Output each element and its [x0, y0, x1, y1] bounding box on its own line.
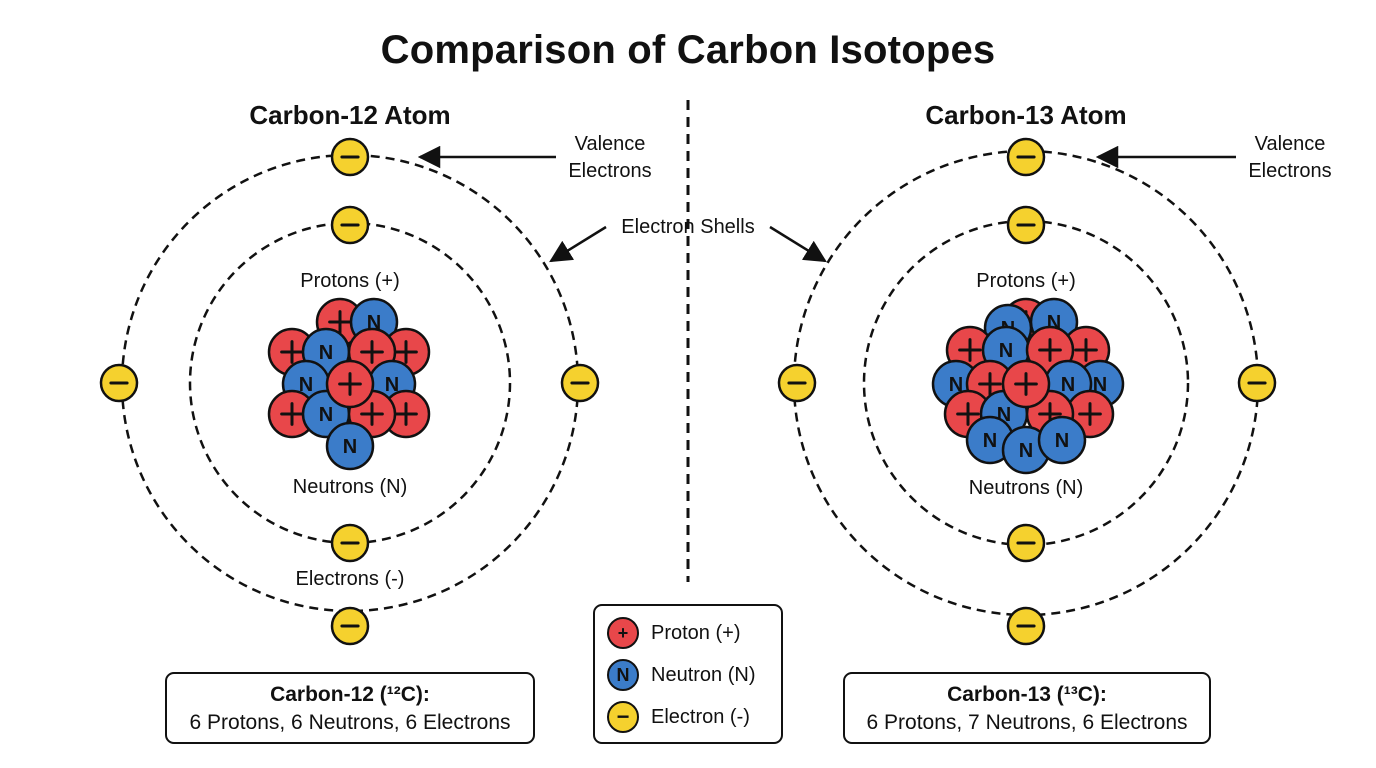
proton-icon: + [607, 617, 639, 649]
c12-electron [330, 523, 370, 563]
c12-title: Carbon-12 Atom [249, 100, 451, 130]
c12-valence-line2: Electrons [568, 160, 652, 182]
electrons-layer [99, 137, 1277, 646]
c13-nucleon-neutron: N [1037, 415, 1087, 465]
svg-text:N: N [299, 374, 313, 396]
legend-item-electron: − Electron (-) [607, 700, 750, 734]
shell-arrow-right [769, 225, 827, 263]
c13-neutrons-label: Neutrons (N) [968, 477, 1084, 499]
c12-summary-heading: Carbon-12 (¹²C): [270, 683, 430, 706]
neutron-icon: N [607, 659, 639, 691]
legend-box: + Proton (+) N Neutron (N) − Electron (-… [593, 604, 783, 744]
svg-text:N: N [319, 404, 333, 426]
svg-text:N: N [949, 374, 963, 396]
c13-inner-shell [862, 219, 1190, 547]
svg-text:N: N [1093, 374, 1107, 396]
c13-summary-counts: 6 Protons, 7 Neutrons, 6 Electrons [866, 711, 1188, 734]
legend-item-neutron: N Neutron (N) [607, 658, 755, 692]
c13-electron [1237, 363, 1277, 403]
c13-nucleon-neutron: N [1001, 425, 1051, 475]
c13-protons-label: Protons (+) [976, 270, 1076, 292]
svg-text:N: N [385, 374, 399, 396]
c13-electron [777, 363, 817, 403]
c13-summary-heading: Carbon-13 (¹³C): [947, 683, 1107, 706]
c12-protons-label: Protons (+) [300, 270, 400, 292]
svg-text:N: N [1061, 374, 1075, 396]
c12-electron [560, 363, 600, 403]
c13-nucleon-neutron: N [965, 415, 1015, 465]
svg-text:N: N [319, 342, 333, 364]
c13-summary-box: Carbon-13 (¹³C): 6 Protons, 7 Neutrons, … [843, 672, 1211, 744]
svg-text:N: N [983, 430, 997, 452]
c13-valence-line2: Electrons [1248, 160, 1332, 182]
c13-title: Carbon-13 Atom [925, 100, 1127, 130]
page-title: Comparison of Carbon Isotopes [380, 28, 996, 72]
shell-arrow-left [549, 225, 607, 263]
legend-label-electron: Electron (-) [651, 705, 750, 728]
c12-electrons-label: Electrons (-) [295, 568, 405, 590]
c12-electron [99, 363, 139, 403]
c13-electron [1006, 205, 1046, 245]
c12-valence-line1: Valence [574, 133, 646, 155]
c13-valence-label: Valence Electrons [1240, 131, 1340, 185]
c13-electron [1006, 606, 1046, 646]
c12-electron [330, 137, 370, 177]
legend-label-neutron: Neutron (N) [651, 663, 756, 686]
c12-electron [330, 205, 370, 245]
svg-text:N: N [1055, 430, 1069, 452]
c13-valence-line1: Valence [1254, 133, 1326, 155]
nuclei-layer: NNNNNNNNNNNNNNNN [267, 297, 1125, 475]
c13-nucleon-proton [1001, 359, 1051, 409]
c13-electron [1006, 523, 1046, 563]
electron-icon: − [607, 701, 639, 733]
c12-neutrons-label: Neutrons (N) [292, 476, 408, 498]
c12-summary-counts: 6 Protons, 6 Neutrons, 6 Electrons [189, 711, 511, 734]
c12-valence-label: Valence Electrons [560, 131, 660, 185]
c12-nucleon-proton [325, 359, 375, 409]
legend-item-proton: + Proton (+) [607, 616, 740, 650]
c12-electron [330, 606, 370, 646]
c12-summary-box: Carbon-12 (¹²C): 6 Protons, 6 Neutrons, … [165, 672, 535, 744]
svg-text:N: N [999, 340, 1013, 362]
c12-nucleon-neutron: N [325, 421, 375, 471]
svg-text:N: N [343, 436, 357, 458]
electron-shells-label: Electron Shells [621, 216, 755, 238]
svg-text:N: N [1019, 440, 1033, 462]
c13-electron [1006, 137, 1046, 177]
legend-label-proton: Proton (+) [651, 621, 741, 644]
